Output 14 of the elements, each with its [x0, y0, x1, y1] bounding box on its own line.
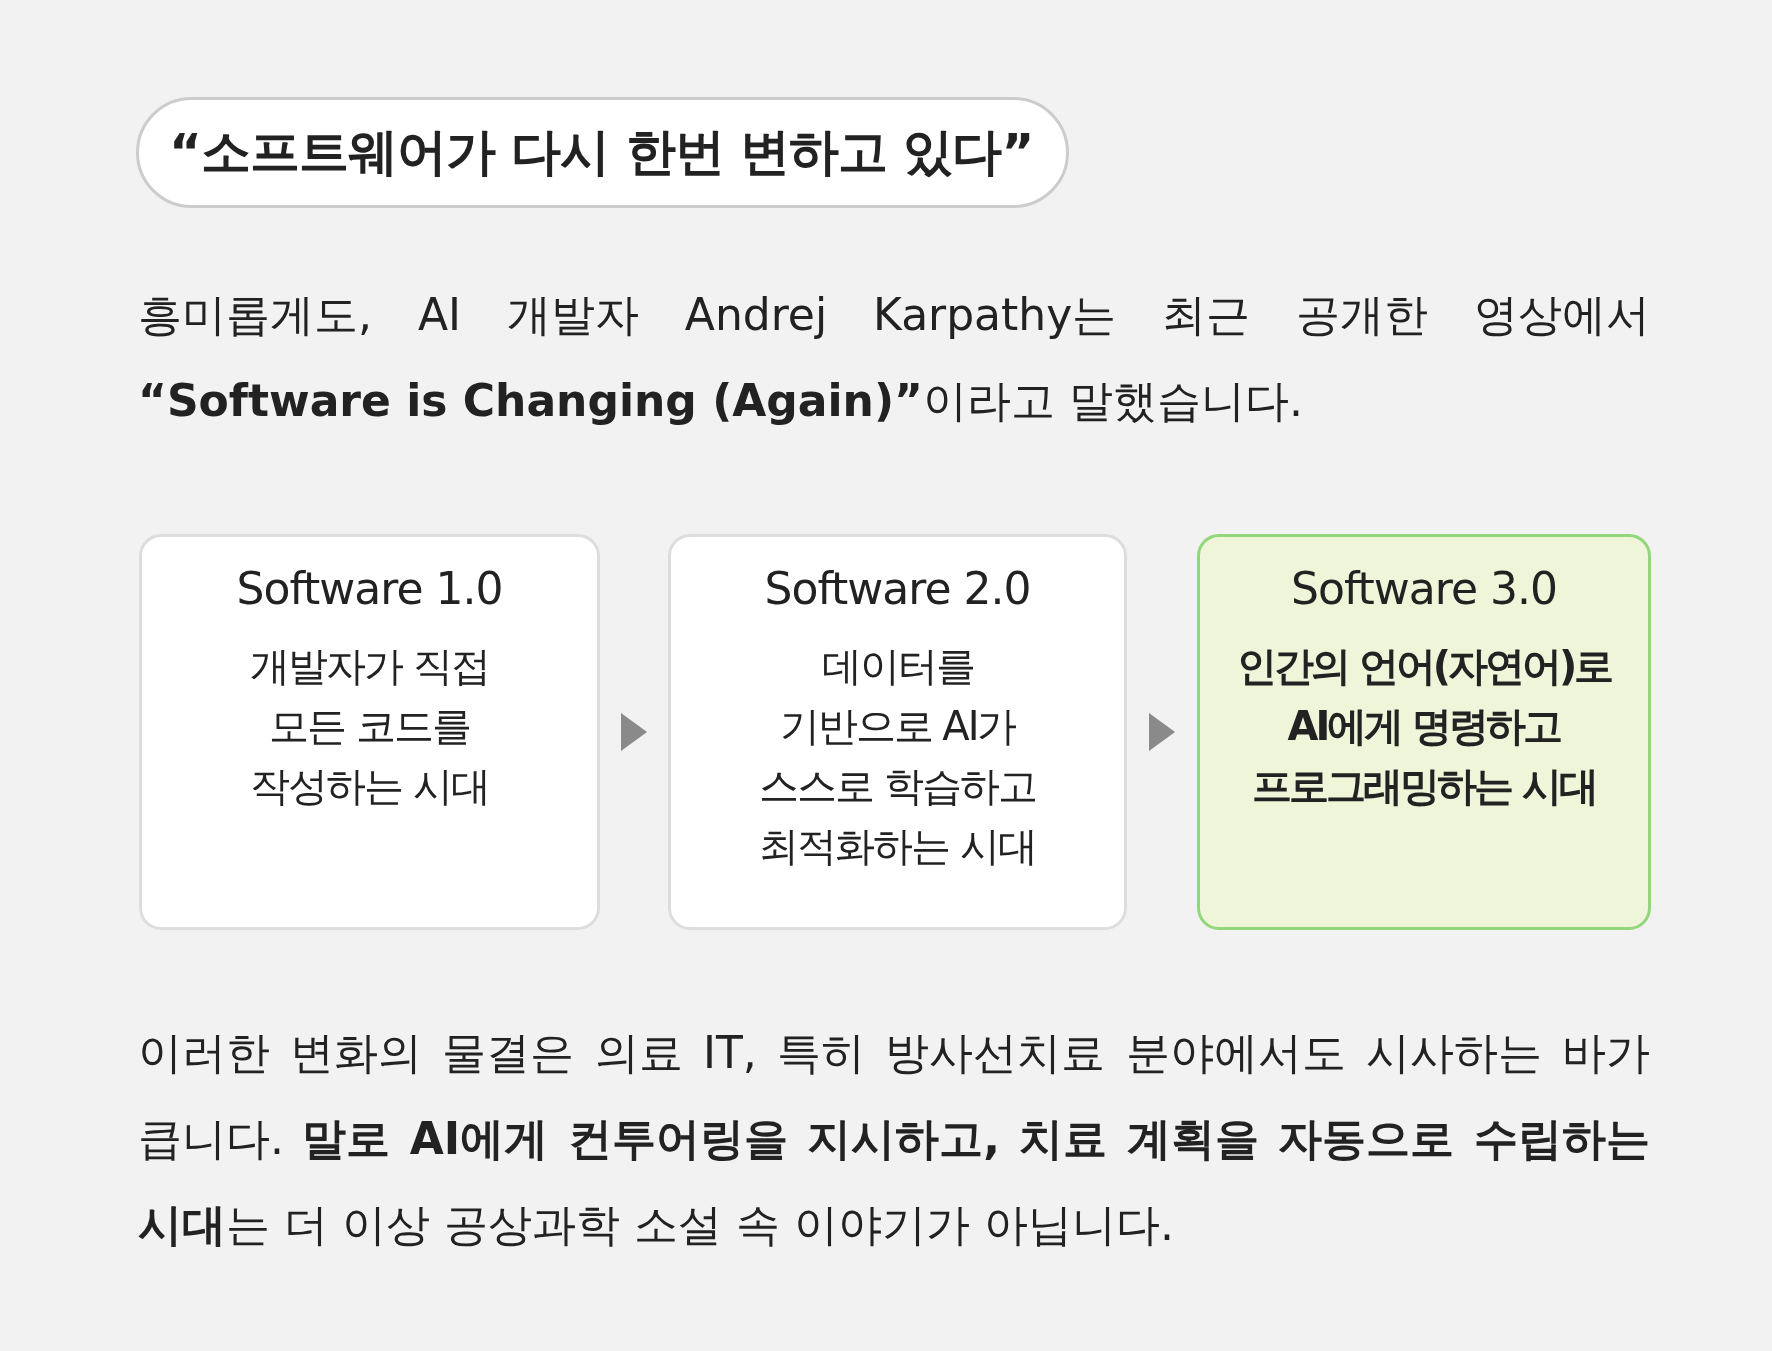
card-description: 인간의 언어(자연어)로 AI에게 명령하고 프로그래밍하는 시대 [1235, 642, 1613, 811]
paragraph: 흥미롭게도, AI 개발자 Andrej Karpathy는 최근 공개한 영상에서 “Software is Changing (Again)”이라고 말했습니다. [138, 288, 1650, 428]
paragraph: 이러한 변화의 물결은 의료 IT, 특히 방사선치료 분야에서도 시사하는 바가 큽니다. 말로 AI에게 컨투어링을 지시하고, 치료 계획을 자동으로 수립하는 시대는 더 이상 공상과학 소설 속 이야기가 아닙니다. [138, 1026, 1650, 1252]
card-description: 데이터를 기반으로 AI가 스스로 학습하고 최적화하는 시대 [758, 642, 1037, 871]
card-heading: Software 3.0 [1290, 563, 1558, 614]
title-text: “소프트웨어가 다시 한번 변하고 있다” [169, 122, 1034, 183]
card-description: 개발자가 직접 모든 코드를 작성하는 시대 [249, 642, 490, 811]
stage-card [1197, 534, 1651, 930]
card-heading: Software 1.0 [235, 563, 504, 614]
card-heading: Software 2.0 [763, 563, 1032, 614]
arrow [621, 713, 647, 751]
arrow [1149, 713, 1175, 751]
stage-card [668, 534, 1127, 930]
stage-card [139, 534, 600, 930]
